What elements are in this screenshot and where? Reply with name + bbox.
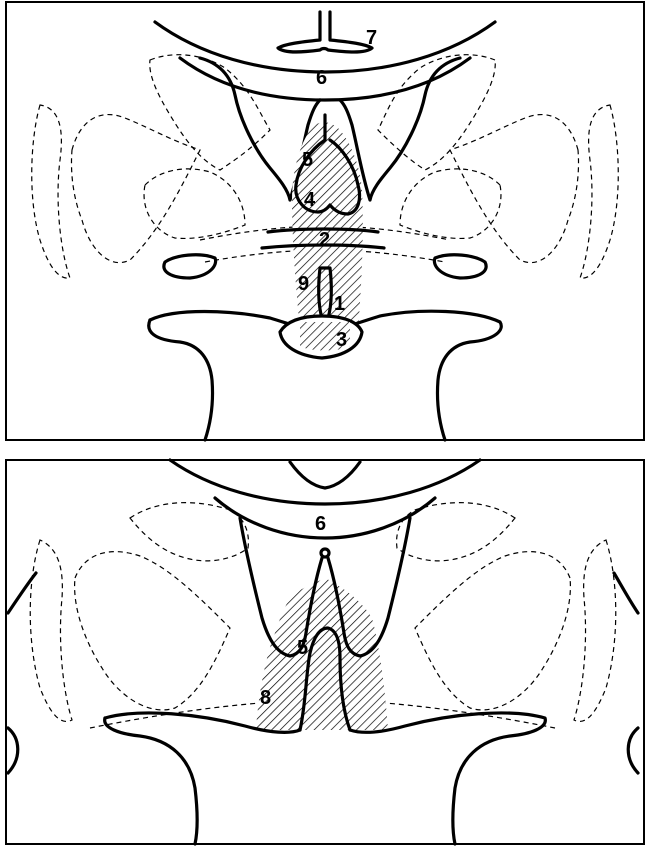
label-1: 1 [334,293,345,315]
left-outer-dashed-contour [32,105,70,278]
bottom-right-outer-dashed-contour [574,540,616,721]
bottom-right-mid-dashed-contour [415,552,570,710]
label-6: 6 [316,67,327,89]
left-inner-dashed-contour [144,169,245,239]
label-7: 7 [366,27,377,49]
left-fornix-body [164,255,216,278]
bottom-hypothalamus-outline-left [105,718,198,844]
bottom-left-edge-structure [8,573,36,613]
top-brain-section-diagram: 7 6 5 4 2 9 1 3 [0,0,646,442]
bottom-right-edge-lower [628,728,638,773]
right-outer-dashed-contour [580,105,618,278]
hypothalamus-outline-left [149,320,213,440]
bottom-right-edge-structure [614,573,638,613]
bottom-septum-top [290,462,360,488]
bottom-brain-section-diagram: 6 5 8 [0,458,646,846]
bottom-label-6: 6 [315,513,326,535]
left-upper-dashed-contour [150,55,270,170]
label-2: 2 [319,229,330,251]
left-mid-dashed-contour [71,115,200,263]
bottom-label-5: 5 [297,637,308,659]
right-fornix-body [434,255,486,278]
label-9: 9 [298,273,309,295]
right-mid-dashed-contour [450,115,579,263]
bottom-label-8: 8 [260,687,271,709]
right-inner-dashed-contour [400,169,501,239]
label-4: 4 [304,189,316,211]
bottom-fornix-dot [321,549,329,557]
bottom-hypothalamus-outline [105,713,545,844]
bottom-left-outer-dashed-contour [30,540,72,721]
septum-top-structure [278,12,372,52]
bottom-panel: 6 5 8 [0,458,646,846]
label-5: 5 [302,149,313,171]
top-panel: 7 6 5 4 2 9 1 3 [0,0,646,442]
bottom-left-mid-dashed-contour [75,552,230,710]
label-3: 3 [336,329,347,351]
bottom-left-edge-lower [8,728,18,773]
